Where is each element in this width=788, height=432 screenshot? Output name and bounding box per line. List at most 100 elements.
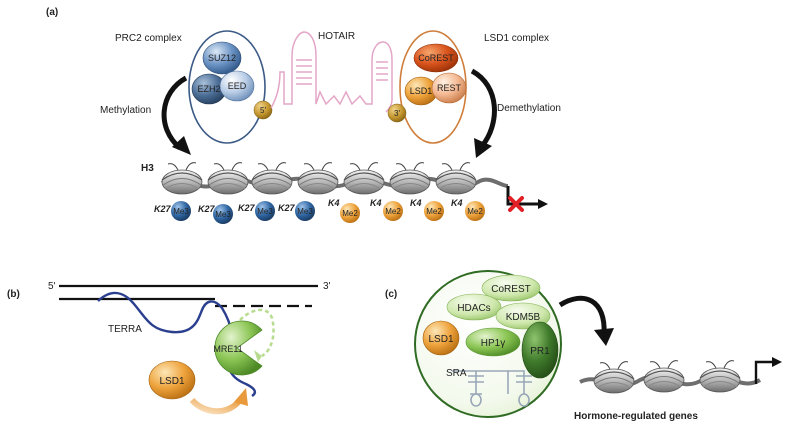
- mark-mod: Me2: [385, 207, 401, 216]
- histone-marks: K27 Me3 K27 Me3 K27 Me3 K27 Me3 K4: [154, 198, 485, 224]
- hp1y-protein: HP1γ: [465, 327, 521, 357]
- pr1-protein: PR1: [521, 321, 559, 379]
- mark-1: K27 Me3: [198, 204, 233, 224]
- ezh2-label: EZH2: [197, 84, 220, 94]
- mark-7: K4 Me2: [451, 198, 485, 221]
- demethylation-arrow: [470, 68, 497, 148]
- lsd1-to-mre11-arrow: [189, 397, 243, 415]
- sra-label: SRA: [446, 368, 467, 379]
- hp1y-label: HP1γ: [481, 338, 505, 349]
- nucleosome: [389, 162, 431, 195]
- eed-label: EED: [228, 81, 247, 91]
- five-prime-a-label: 5': [260, 106, 266, 115]
- mark-site: K4: [451, 198, 463, 208]
- demethylation-arrowhead: [474, 138, 492, 158]
- hdacs-label: HDACs: [457, 303, 490, 314]
- mark-site: K4: [328, 198, 340, 208]
- terra-rna: [97, 291, 257, 397]
- mark-site: K27: [154, 204, 172, 214]
- mark-site: K27: [238, 203, 256, 213]
- mark-mod: Me3: [173, 207, 189, 216]
- nucleosome: [251, 162, 293, 195]
- demethylation-label: Demethylation: [497, 103, 561, 114]
- three-prime-b-label: 3': [323, 281, 331, 292]
- eed-protein: EED: [219, 70, 255, 102]
- hormone-genes-label: Hormone-regulated genes: [574, 411, 698, 422]
- mark-site: K4: [370, 198, 382, 208]
- mark-6: K4 Me2: [410, 198, 444, 221]
- methylation-arrow: [161, 75, 188, 150]
- corest-protein: CoREST: [413, 43, 459, 73]
- prc2-complex-title: PRC2 complex: [115, 33, 182, 44]
- sra-rna: [452, 370, 532, 407]
- nucleosome: [699, 360, 741, 393]
- suz12-label: SUZ12: [208, 53, 236, 63]
- five-prime-b-label: 5': [48, 281, 56, 292]
- mark-site: K4: [410, 198, 422, 208]
- nucleosome: [593, 361, 635, 394]
- nucleosome: [207, 162, 249, 195]
- mre11-dashed-arrowhead: [254, 350, 262, 362]
- mark-0: K27 Me3: [154, 201, 191, 221]
- hotair-label: HOTAIR: [318, 31, 355, 42]
- mark-mod: Me3: [215, 210, 231, 219]
- mre11-protein: MRE11: [213, 320, 263, 376]
- mark-mod: Me2: [467, 207, 483, 216]
- pr1-label: PR1: [530, 346, 550, 357]
- hotair-rna: [270, 31, 393, 113]
- tss-repressed-arrowhead: [538, 199, 548, 209]
- panel-a: (a) PRC2 complex LSD1 complex HOTAIR SUZ…: [46, 7, 561, 224]
- methylation-label: Methylation: [100, 105, 151, 116]
- complex-to-genes-arrow: [558, 295, 607, 335]
- kdm5b-label: KDM5B: [506, 312, 541, 323]
- mre11-dashed-arrow: [239, 308, 275, 358]
- mark-3: K27 Me3: [278, 201, 315, 221]
- lsd1-to-mre11-arrowhead: [234, 388, 248, 406]
- mre11-label: MRE11: [213, 344, 242, 354]
- methylation-arrowhead: [172, 136, 191, 155]
- panel-a-label: (a): [46, 7, 58, 18]
- nucleosome: [297, 162, 339, 195]
- rest-label: REST: [437, 83, 462, 93]
- corest-label: CoREST: [418, 53, 454, 63]
- nucleosome: [343, 162, 385, 195]
- nucleosome-array-c: [593, 360, 741, 394]
- prc2-complex-ring: [188, 30, 266, 144]
- tss-active-arrowhead: [772, 357, 782, 367]
- lsd1-c-label: LSD1: [428, 334, 453, 345]
- nucleosome: [435, 162, 477, 195]
- suz12-protein: SUZ12: [202, 41, 242, 75]
- panel-b: (b) 5' 3' TERRA MRE11 LSD1: [7, 281, 331, 415]
- nucleosome: [161, 162, 203, 195]
- lsd1-a-label: LSD1: [410, 86, 433, 96]
- lsd1-protein-c: LSD1: [422, 320, 460, 356]
- nucleosome: [643, 360, 685, 393]
- rest-protein: REST: [431, 72, 467, 104]
- terra-label: TERRA: [108, 324, 142, 335]
- mark-mod: Me2: [342, 209, 358, 218]
- mark-mod: Me2: [426, 207, 442, 216]
- three-prime-cap-a: 3': [387, 103, 407, 123]
- three-prime-a-label: 3': [394, 109, 400, 118]
- five-prime-cap-a: 5': [253, 100, 273, 120]
- mark-mod: Me3: [257, 207, 273, 216]
- panel-c: (c) CoREST HDACs KDM5B PR1 LSD1 HP1γ: [385, 270, 782, 422]
- mark-2: K27 Me3: [238, 201, 275, 221]
- lsd1-b-label: LSD1: [159, 376, 184, 387]
- corest-c-label: CoREST: [491, 284, 530, 295]
- lsd1-protein-b: LSD1: [148, 360, 196, 400]
- hdacs-protein: HDACs: [446, 293, 502, 321]
- mark-4: K4 Me2: [328, 198, 360, 223]
- mark-mod: Me3: [297, 207, 313, 216]
- mark-5: K4 Me2: [370, 198, 403, 221]
- panel-c-label: (c): [385, 289, 397, 300]
- mark-site: K27: [198, 204, 216, 214]
- mark-site: K27: [278, 203, 296, 213]
- complex-to-genes-arrowhead: [594, 328, 614, 346]
- tss-active-arrow: [754, 360, 774, 384]
- corest-protein-c: CoREST: [481, 274, 541, 302]
- h3-label: H3: [141, 163, 154, 174]
- lsd1-complex-title: LSD1 complex: [484, 33, 549, 44]
- repression-cross: [508, 196, 524, 212]
